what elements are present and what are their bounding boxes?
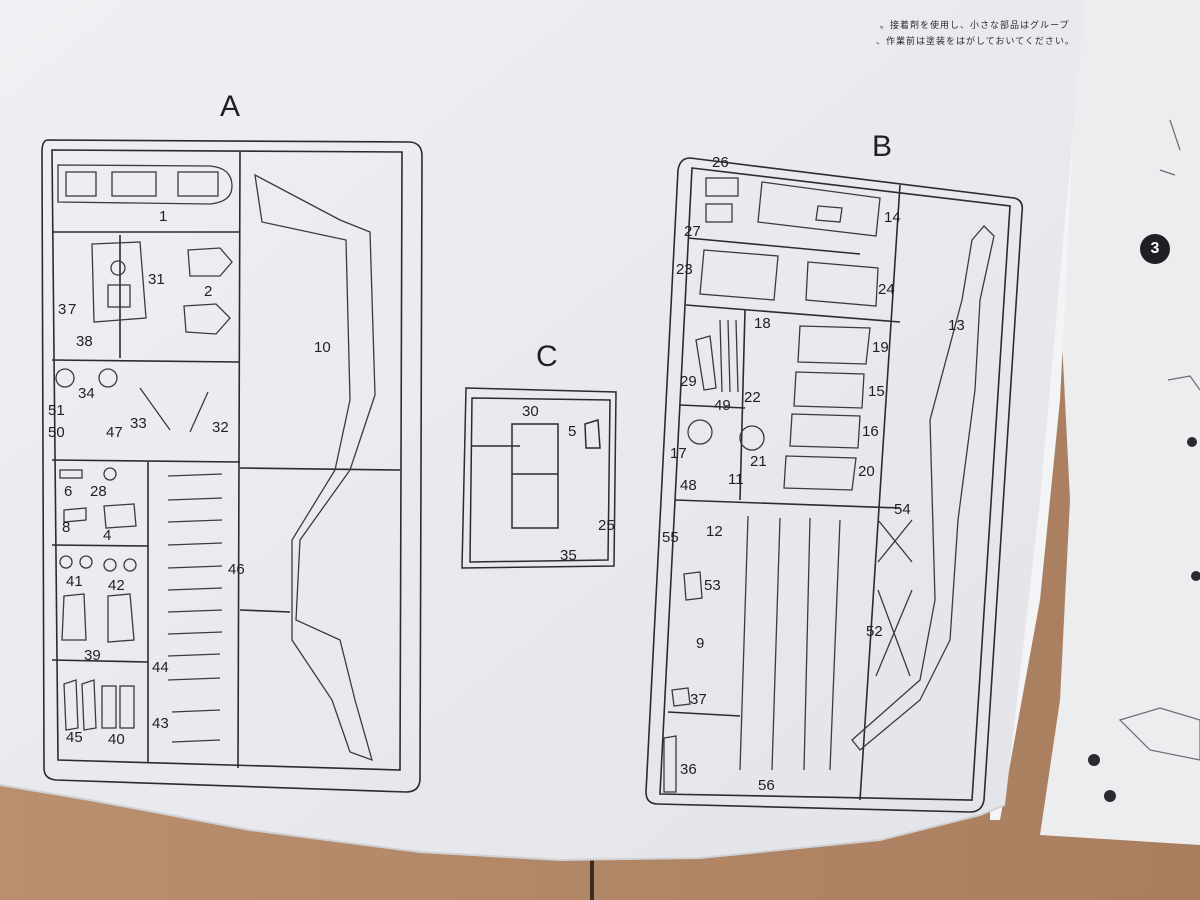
sprue-b-parts-shapes — [663, 177, 995, 793]
part-number: 36 — [680, 761, 697, 778]
part-number: 20 — [858, 463, 875, 480]
part-number: 31 — [148, 271, 165, 288]
part-number: 34 — [78, 385, 95, 402]
sprue-a-parts-shapes — [55, 164, 376, 762]
part-number: 7 — [68, 301, 77, 318]
part-number: 16 — [862, 423, 879, 440]
sprue-b-frame — [645, 157, 1024, 813]
part-number: 13 — [948, 317, 965, 334]
part-number: 23 — [676, 261, 693, 278]
second-sheet — [1040, 0, 1200, 845]
part-number: 11 — [728, 471, 744, 488]
part-number: 6 — [64, 483, 73, 500]
part-number: 12 — [706, 523, 723, 540]
part-number: 44 — [152, 659, 169, 676]
part-number: 48 — [680, 477, 697, 494]
part-number: 43 — [152, 715, 169, 732]
part-number: 4 — [103, 527, 112, 544]
second-sheet-dots — [1088, 437, 1200, 802]
part-number: 40 — [108, 731, 125, 748]
part-number: 50 — [48, 424, 65, 441]
instruction-text-line: 。接着剤を使用し、小さな部品はグループ — [880, 20, 1070, 30]
part-number: 35 — [560, 547, 577, 564]
sheet-header-b: B — [872, 130, 893, 163]
part-number: 24 — [878, 281, 895, 298]
part-number: 18 — [754, 315, 771, 332]
part-number: 52 — [866, 623, 883, 640]
part-number: 19 — [872, 339, 889, 356]
part-number: 47 — [106, 424, 123, 441]
part-number: 33 — [130, 415, 147, 432]
sprue-c-frame — [461, 387, 617, 569]
part-number: 42 — [108, 577, 125, 594]
part-number: 51 — [48, 402, 65, 419]
step-number-badge: 3 — [1140, 234, 1170, 264]
sprue-a-frame — [41, 139, 423, 793]
part-number: 14 — [884, 209, 901, 226]
part-number: 5 — [568, 423, 577, 440]
part-number: 29 — [680, 373, 697, 390]
part-number: 49 — [714, 397, 731, 414]
sheet-header-c: C — [536, 340, 558, 373]
instruction-text-line: 、作業前は塗装をはがしておいてください。 — [876, 36, 1075, 46]
part-number: 37 — [690, 691, 707, 708]
part-number: 2 — [204, 283, 213, 300]
part-number: 56 — [758, 777, 775, 794]
part-number: 55 — [662, 529, 679, 546]
part-number: 21 — [750, 453, 767, 470]
part-number: 45 — [66, 729, 83, 746]
part-number: 38 — [76, 333, 93, 350]
part-number: 41 — [66, 573, 83, 590]
part-number: 46 — [228, 561, 245, 578]
part-number: 54 — [894, 501, 911, 518]
part-number: 25 — [598, 517, 615, 534]
part-number: 15 — [868, 383, 885, 400]
sheet-header-a: A — [220, 90, 241, 123]
part-number: 17 — [670, 445, 687, 462]
part-number: 3 — [58, 301, 67, 318]
part-number: 10 — [314, 339, 331, 356]
part-number: 53 — [704, 577, 721, 594]
part-number: 22 — [744, 389, 761, 406]
part-number: 9 — [696, 635, 705, 652]
part-number: 1 — [159, 208, 168, 225]
part-number: 32 — [212, 419, 229, 436]
instruction-sheet — [0, 0, 1085, 860]
part-number: 28 — [90, 483, 107, 500]
second-sheet-drawings — [1118, 119, 1200, 761]
part-number: 27 — [684, 223, 701, 240]
part-number: 26 — [712, 154, 729, 171]
part-number: 8 — [62, 519, 71, 536]
part-number: 39 — [84, 647, 101, 664]
part-number: 30 — [522, 403, 539, 420]
